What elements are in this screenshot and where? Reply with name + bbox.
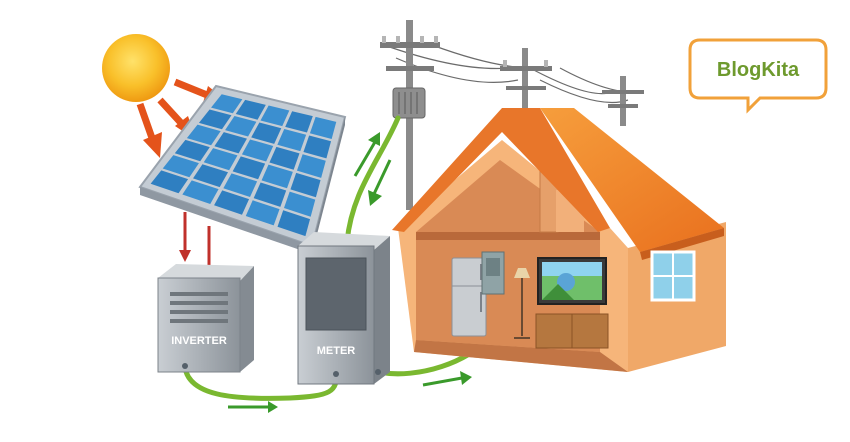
inverter-box xyxy=(157,264,254,373)
breaker-panel xyxy=(481,251,505,295)
panel-cell xyxy=(261,164,293,189)
refrigerator xyxy=(451,257,487,337)
panel-cell xyxy=(162,155,199,178)
panel-cell xyxy=(225,115,257,137)
panel-cell xyxy=(182,180,219,204)
flow-arrows xyxy=(228,132,472,413)
panel-cell xyxy=(269,146,300,170)
panel-cell xyxy=(309,116,337,139)
power-pole-2 xyxy=(500,48,552,128)
meter-box xyxy=(297,232,390,385)
panel-cell xyxy=(245,200,280,226)
inverter-label: INVERTER xyxy=(171,335,227,347)
panel-cell xyxy=(253,182,287,207)
panel-cell xyxy=(251,122,282,144)
panel-cell xyxy=(223,173,258,197)
tv-cabinet xyxy=(535,313,609,349)
floor-lamp xyxy=(514,268,530,339)
panel-cell xyxy=(303,135,332,159)
panel-cell xyxy=(296,154,326,178)
panel-cell xyxy=(277,129,307,152)
meter-label: METER xyxy=(317,345,356,357)
panel-cell xyxy=(211,94,243,114)
solar-panel xyxy=(138,84,347,254)
panel-cell xyxy=(285,111,313,133)
panel-cell xyxy=(241,139,274,162)
panel-cell xyxy=(198,109,232,130)
panel-cells xyxy=(150,94,337,237)
blogkita-logo: BlogKita xyxy=(688,38,828,114)
television xyxy=(537,257,607,305)
power-pole-3 xyxy=(602,76,644,126)
panel-cell xyxy=(214,190,250,215)
panel-cell xyxy=(203,148,238,171)
panel-cell xyxy=(193,164,229,188)
logo-text: BlogKita xyxy=(717,59,800,81)
sun-icon xyxy=(102,34,170,102)
panel-cell xyxy=(260,105,290,127)
panel-cell xyxy=(186,124,221,146)
panel-cell xyxy=(290,172,321,198)
panel-cell xyxy=(214,132,247,154)
panel-cell xyxy=(283,191,316,217)
panel-cell xyxy=(174,139,210,162)
panel-cell xyxy=(150,170,189,194)
panel-cell xyxy=(232,156,266,180)
power-pole-1 xyxy=(380,20,440,210)
panel-cell xyxy=(277,210,311,237)
panel-cell xyxy=(235,99,266,120)
